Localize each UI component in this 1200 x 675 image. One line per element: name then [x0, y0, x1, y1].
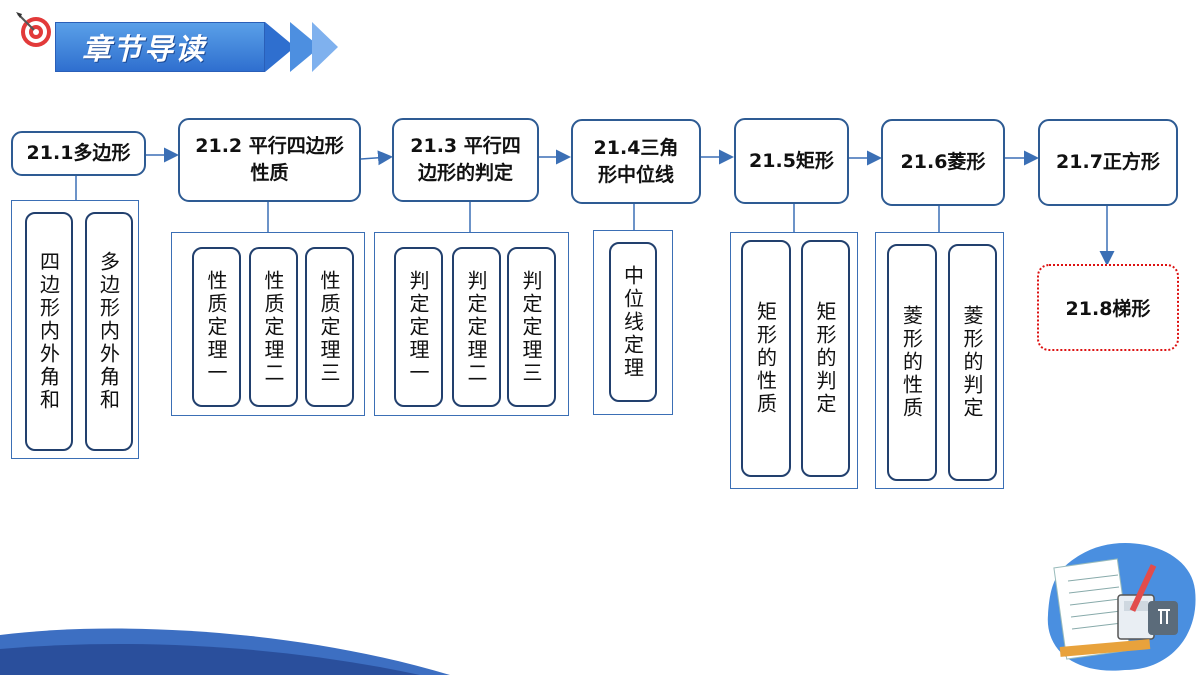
chapter-21-3: 21.3 平行四边形的判定	[392, 118, 539, 202]
topic-box: 性质定理一	[192, 247, 241, 407]
topic-label: 中位线定理	[620, 264, 645, 380]
chevron-right-icon	[312, 22, 338, 72]
topic-label: 判定定理二	[464, 269, 488, 385]
wave-decoration	[0, 628, 450, 675]
chapter-label: 21.3 平行四边形的判定	[410, 135, 521, 184]
topic-box: 矩形的判定	[801, 240, 850, 477]
chapter-21-8: 21.8梯形	[1037, 264, 1179, 351]
target-icon	[14, 8, 54, 48]
topic-label: 四边形内外角和	[36, 251, 61, 412]
topic-label: 性质定理一	[204, 269, 228, 385]
chapter-21-6: 21.6菱形	[881, 119, 1005, 206]
arrow-2-3	[360, 150, 393, 166]
chapter-label: 21.4三角形中位线	[593, 136, 679, 186]
group-polygon: 四边形内外角和 多边形内外角和	[11, 200, 139, 459]
topic-label: 菱形的性质	[899, 305, 924, 420]
chapter-label: 21.2 平行四边形性质	[195, 135, 344, 184]
topic-label: 多边形内外角和	[96, 251, 121, 412]
chapter-label: 21.7正方形	[1056, 151, 1160, 173]
chapter-21-2: 21.2 平行四边形性质	[178, 118, 361, 202]
topic-box: 矩形的性质	[741, 240, 791, 477]
group-rectangle: 矩形的性质 矩形的判定	[730, 232, 858, 489]
topic-label: 判定定理一	[406, 269, 430, 385]
topic-box: 多边形内外角和	[85, 212, 133, 451]
topic-box: 菱形的性质	[887, 244, 937, 481]
topic-label: 矩形的判定	[813, 301, 837, 416]
topic-box: 性质定理二	[249, 247, 298, 407]
chapter-21-4: 21.4三角形中位线	[571, 119, 701, 204]
topic-box: 中位线定理	[609, 242, 657, 402]
chapter-label: 21.6菱形	[900, 151, 986, 173]
group-parallelogram-properties: 性质定理一 性质定理二 性质定理三	[171, 232, 365, 416]
group-midline: 中位线定理	[593, 230, 673, 415]
chapter-label: 21.5矩形	[749, 149, 834, 172]
group-parallelogram-criteria: 判定定理一 判定定理二 判定定理三	[374, 232, 569, 416]
header-banner: 章节导读	[55, 22, 265, 72]
topic-label: 性质定理二	[261, 269, 285, 385]
topic-box: 菱形的判定	[948, 244, 997, 481]
chapter-21-5: 21.5矩形	[734, 118, 849, 204]
chapter-21-1: 21.1多边形	[11, 131, 146, 176]
topic-label: 性质定理三	[317, 269, 341, 385]
group-rhombus: 菱形的性质 菱形的判定	[875, 232, 1004, 489]
topic-box: 四边形内外角和	[25, 212, 73, 451]
topic-label: 判定定理三	[519, 269, 543, 385]
chapter-label: 21.8梯形	[1065, 298, 1151, 320]
topic-box: 判定定理三	[507, 247, 556, 407]
math-illustration-icon	[1047, 542, 1196, 671]
chapter-21-7: 21.7正方形	[1038, 119, 1178, 206]
topic-box: 判定定理一	[394, 247, 443, 407]
chapter-label: 21.1多边形	[26, 142, 131, 164]
topic-box: 性质定理三	[305, 247, 354, 407]
topic-box: 判定定理二	[452, 247, 501, 407]
page-title: 章节导读	[82, 32, 207, 66]
topic-label: 菱形的判定	[960, 305, 984, 420]
topic-label: 矩形的性质	[753, 301, 778, 416]
